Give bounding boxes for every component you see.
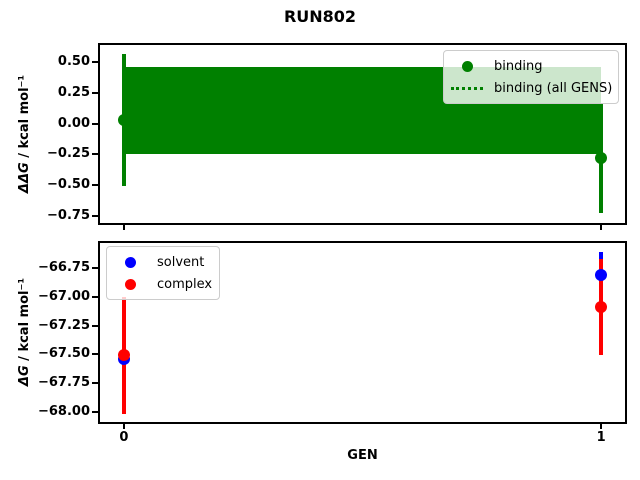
- binding-dot-icon: [461, 60, 473, 72]
- legend-item-solvent: solvent: [113, 252, 213, 273]
- y-tick-mark: [92, 91, 98, 94]
- y-axis-label-bottom: ΔG / kcal mol⁻¹: [16, 222, 34, 442]
- legend-bottom-plot: solvent complex: [106, 246, 220, 300]
- y-tick-label: 0.25: [57, 84, 90, 100]
- y-tick-mark: [92, 214, 98, 217]
- legend-marker-area: [113, 278, 147, 290]
- y-axis-label-bottom-symbol: ΔG: [17, 365, 32, 387]
- x-tick-mark: [600, 225, 603, 230]
- legend-label-binding-all-gens: binding (all GENS): [494, 80, 613, 96]
- y-axis-label-top-symbol: ΔΔG: [17, 162, 32, 194]
- y-tick-mark: [92, 324, 98, 327]
- y-tick-label: 0.50: [57, 54, 90, 70]
- x-tick-label: 0: [119, 430, 129, 445]
- x-tick-label: 1: [596, 430, 606, 445]
- y-axis-label-top: ΔΔG / kcal mol⁻¹: [16, 24, 34, 244]
- legend-marker-area: [450, 86, 484, 90]
- y-tick-mark: [92, 295, 98, 298]
- y-tick-label: −0.50: [47, 176, 90, 192]
- legend-marker-area: [450, 60, 484, 72]
- y-tick-label: −67.50: [37, 346, 90, 362]
- x-tick-mark: [600, 424, 603, 429]
- y-tick-label: −68.00: [37, 403, 90, 419]
- y-tick-mark: [92, 381, 98, 384]
- binding-data-point: [117, 113, 130, 126]
- solvent-data-point: [595, 269, 608, 282]
- legend-label-complex: complex: [157, 276, 213, 292]
- binding-data-point: [595, 151, 608, 164]
- legend-label-binding: binding: [494, 58, 543, 74]
- y-axis-label-bottom-unit: / kcal mol⁻¹: [17, 277, 32, 366]
- x-tick-mark: [122, 225, 125, 230]
- y-tick-label: −0.75: [47, 207, 90, 223]
- y-tick-mark: [92, 267, 98, 270]
- y-axis-label-top-unit: / kcal mol⁻¹: [17, 74, 32, 163]
- y-tick-mark: [92, 410, 98, 413]
- solvent-dot-icon: [124, 256, 136, 268]
- x-tick-mark: [122, 424, 125, 429]
- complex-data-point: [117, 349, 130, 362]
- legend-item-binding-all-gens: binding (all GENS): [450, 78, 612, 99]
- y-tick-label: −66.75: [37, 260, 90, 276]
- axes-top-plot: [98, 43, 627, 225]
- y-tick-label: −67.00: [37, 288, 90, 304]
- y-tick-mark: [92, 183, 98, 186]
- axes-bottom-plot: [98, 241, 627, 424]
- y-tick-mark: [92, 153, 98, 156]
- legend-top-plot: binding binding (all GENS): [443, 50, 619, 104]
- y-tick-label: −67.75: [37, 374, 90, 390]
- legend-marker-area: [113, 256, 147, 268]
- y-tick-label: −67.25: [37, 317, 90, 333]
- legend-item-complex: complex: [113, 274, 213, 295]
- y-tick-mark: [92, 61, 98, 64]
- y-tick-label: 0.00: [57, 115, 90, 131]
- legend-label-solvent: solvent: [157, 254, 205, 270]
- complex-data-point: [595, 301, 608, 314]
- y-tick-mark: [92, 353, 98, 356]
- x-axis-label: GEN: [347, 448, 378, 463]
- y-tick-label: −0.25: [47, 146, 90, 162]
- complex-dot-icon: [124, 278, 136, 290]
- legend-item-binding: binding: [450, 56, 612, 77]
- y-tick-mark: [92, 122, 98, 125]
- dotted-line-icon: [451, 86, 483, 90]
- chart-title: RUN802: [283, 7, 357, 26]
